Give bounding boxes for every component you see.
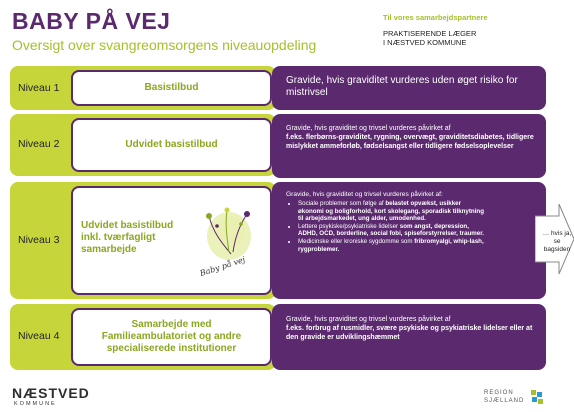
arrow-label-line-1: … hvis ja, bbox=[542, 230, 572, 237]
level-4-offer: Samarbejde med Familieambulatoriet og an… bbox=[77, 319, 266, 355]
region-logo-line-1: REGION bbox=[484, 390, 514, 396]
level-2-offer: Udvidet basistilbud bbox=[125, 139, 218, 150]
partners-line-1: PRAKTISERENDE LÆGER bbox=[383, 29, 477, 38]
level-3-bullet: Medicinske eller kroniske sygdomme som f… bbox=[298, 238, 486, 253]
level-1-offer: Basistilbud bbox=[144, 82, 199, 93]
level-4-panel: Gravide, hvis graviditet og trivsel vurd… bbox=[272, 304, 546, 370]
level-3-bullet: Lettere psykiske/psykiatriske lidelser s… bbox=[298, 223, 486, 238]
level-3-bullet-1-pre: Sociale problemer som følge af bbox=[298, 200, 386, 207]
level-3-offer-line-2: inkl. tværfagligt bbox=[81, 232, 156, 243]
level-2-row: Niveau 2 Udvidet basistilbud bbox=[10, 114, 276, 176]
partners-heading: Til vores samarbejdspartnere bbox=[383, 13, 488, 22]
level-4-row: Niveau 4 Samarbejde med Familieambulator… bbox=[10, 304, 276, 370]
level-2-panel-detail: f.eks. flerbørns-graviditet, rygning, ov… bbox=[286, 134, 534, 150]
level-2-panel-intro: Gravide, hvis graviditet og trivsel vurd… bbox=[286, 125, 451, 132]
page-title: BABY PÅ VEJ bbox=[12, 8, 171, 34]
level-3-bullet-2-bold: som angst, depression, ADHD, OCD, border… bbox=[298, 222, 485, 238]
partners-line-2: I NÆSTVED KOMMUNE bbox=[383, 38, 467, 47]
level-1-label: Niveau 1 bbox=[18, 82, 60, 94]
level-4-offer-line-1: Samarbejde med bbox=[131, 319, 212, 330]
level-1-panel-text: Gravide, hvis graviditet vurderes uden ø… bbox=[286, 75, 518, 98]
page-subtitle: Oversigt over svangreomsorgens niveauopd… bbox=[12, 37, 317, 53]
right-arrow-icon bbox=[535, 204, 574, 274]
level-3-bullet-3-pre: Medicinske eller kroniske sygdomme som bbox=[298, 237, 415, 245]
level-1-panel: Gravide, hvis graviditet vurderes uden ø… bbox=[272, 66, 546, 110]
level-4-offer-box: Samarbejde med Familieambulatoriet og an… bbox=[71, 308, 272, 366]
level-3-offer-box: Udvidet basistilbud inkl. tværfagligt sa… bbox=[71, 186, 272, 295]
naestved-logo: NÆSTVED bbox=[12, 385, 90, 401]
arrow-label-line-2: se bagsiden bbox=[543, 238, 571, 253]
level-3-label: Niveau 3 bbox=[18, 234, 60, 246]
level-3-offer-line-3: samarbejde bbox=[81, 244, 137, 255]
level-4-panel-intro: Gravide, hvis graviditet og trivsel vurd… bbox=[286, 316, 451, 323]
level-4-label: Niveau 4 bbox=[18, 330, 60, 342]
level-1-offer-box: Basistilbud bbox=[71, 70, 272, 106]
level-4-panel-detail: f.eks. forbrug af rusmidler, svære psyki… bbox=[286, 325, 533, 341]
level-3-bullet-2-pre: Lettere psykiske/psykiatriske lidelser bbox=[298, 222, 400, 230]
naestved-logo-sub: KOMMUNE bbox=[14, 401, 57, 407]
level-3-offer-line-1: Udvidet basistilbud bbox=[81, 220, 174, 231]
level-3-bullet-3-bold: fribromyalgi, whip-lash, rygproblemer. bbox=[298, 237, 484, 253]
level-2-panel: Gravide, hvis graviditet og trivsel vurd… bbox=[272, 114, 546, 178]
level-4-offer-line-2: Familieambulatoriet og andre bbox=[101, 331, 242, 342]
level-3-bullet-1-bold: belastet opvækst, usikker økonomi og bol… bbox=[298, 200, 484, 223]
level-3-panel-intro: Gravide, hvis graviditet og trivsel vurd… bbox=[286, 191, 443, 198]
level-4-offer-line-3: specialiserede institutioner bbox=[106, 343, 237, 354]
region-sjaelland-mark-icon bbox=[531, 390, 543, 404]
level-3-row: Niveau 3 Udvidet basistilbud inkl. tværf… bbox=[10, 182, 276, 299]
level-2-offer-box: Udvidet basistilbud bbox=[71, 118, 272, 172]
region-logo-line-2: SJÆLLAND bbox=[484, 398, 525, 404]
arrow-label: … hvis ja, se bagsiden bbox=[540, 230, 574, 254]
level-3-panel: Gravide, hvis graviditet og trivsel vurd… bbox=[272, 182, 546, 299]
level-3-bullet: Sociale problemer som følge af belastet … bbox=[298, 200, 486, 223]
level-1-row: Niveau 1 Basistilbud bbox=[10, 66, 276, 110]
level-2-label: Niveau 2 bbox=[18, 138, 60, 150]
baby-pa-vej-logo-icon bbox=[206, 207, 251, 260]
